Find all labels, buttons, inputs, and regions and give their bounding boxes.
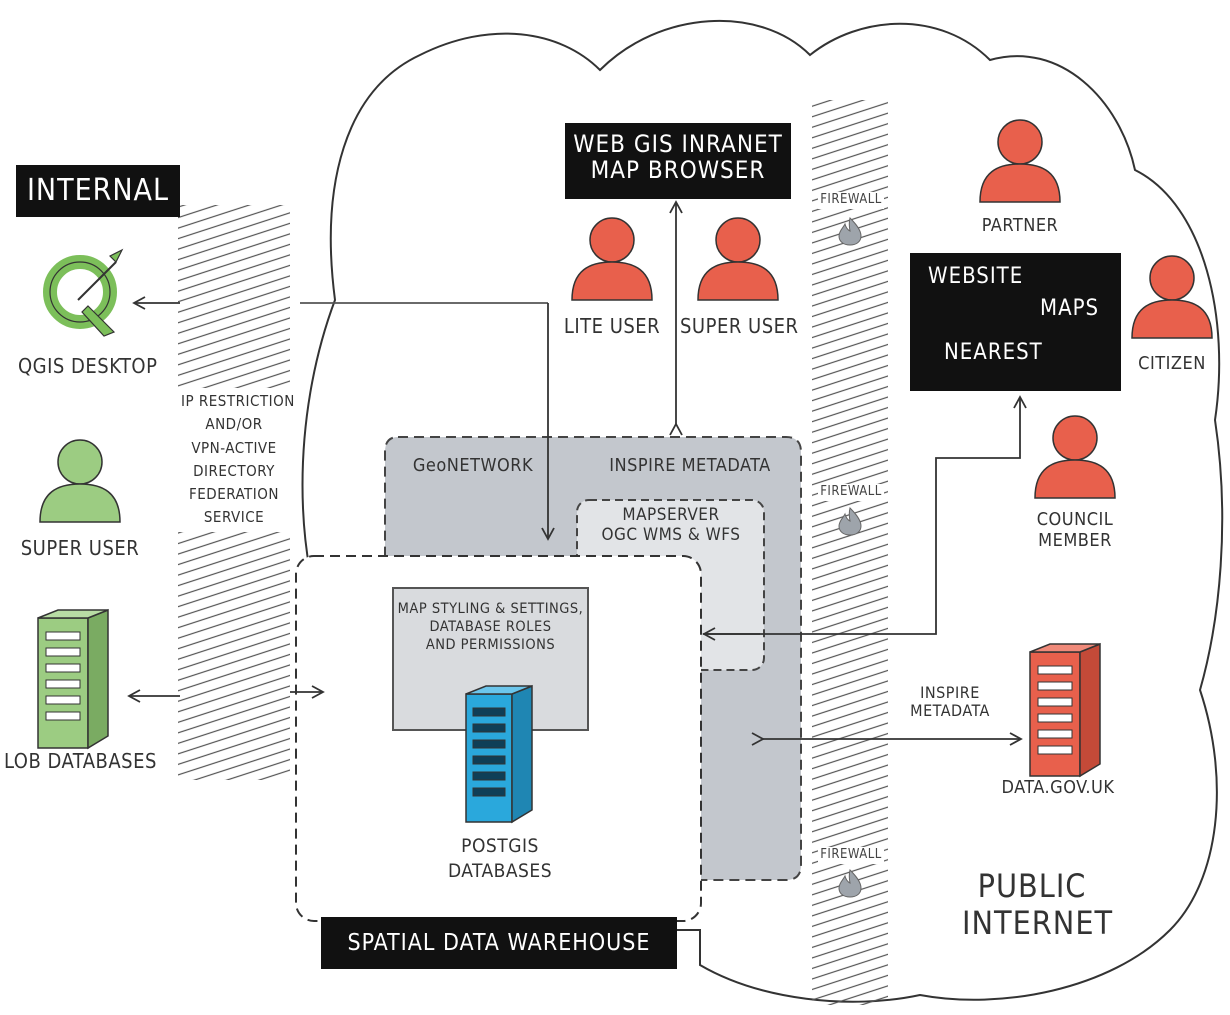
data-gov-uk-label: data.gov.uk xyxy=(1001,777,1115,798)
mapserver-line-1: MapServer xyxy=(622,505,720,525)
council-line-1: Council xyxy=(1036,509,1114,530)
firewall-label-2: Firewall xyxy=(818,484,884,501)
ip-line-1: IP Restriction xyxy=(181,392,295,410)
webgis-line-2: Map Browser xyxy=(590,156,766,185)
firewall-label-1: Firewall xyxy=(818,192,884,209)
arrow-website xyxy=(703,395,1027,635)
inspire-metadata-box-label: INSPIRE METADATA xyxy=(609,455,771,476)
public-internet-label: Public Internet xyxy=(962,867,1114,942)
nearest-label: Nearest xyxy=(944,340,1043,365)
maps-label: Maps xyxy=(1040,296,1100,321)
map-styling-line-2: Database Roles xyxy=(429,619,552,636)
postgis-line-2: Databases xyxy=(447,859,553,882)
partner-label: Partner xyxy=(981,215,1059,236)
lob-database-server-icon xyxy=(37,608,109,750)
data-gov-uk-server-icon xyxy=(1029,642,1101,778)
citizen-label: Citizen xyxy=(1138,353,1206,374)
lite-user-label: Lite User xyxy=(563,314,661,338)
ip-line-6: Service xyxy=(203,508,265,527)
map-styling-line-3: and permissions xyxy=(425,637,556,654)
firewall-label-3: Firewall xyxy=(818,847,884,864)
qgis-desktop-label: QGis Desktop xyxy=(18,354,158,378)
super-user-label: Super User xyxy=(680,314,799,338)
map-styling-label: Map Styling & Settings, Database Roles a… xyxy=(394,600,587,654)
ip-line-4: Directory xyxy=(193,461,275,480)
postgis-label: PostGIS Databases xyxy=(430,834,570,883)
ip-line-5: Federation xyxy=(189,485,279,503)
spatial-data-warehouse-label: Spatial Data Warehouse xyxy=(321,917,677,969)
council-line-2: Member xyxy=(1038,529,1112,551)
ip-line-2: and/or xyxy=(205,415,263,434)
inspire-arrow-line-2: METADATA xyxy=(910,701,990,721)
map-styling-line-1: Map Styling & Settings, xyxy=(397,601,584,617)
public-line-2: Internet xyxy=(962,903,1114,942)
council-member-label: Council Member xyxy=(1030,509,1120,551)
webgis-line-1: WEB GIS Inranet xyxy=(573,130,783,158)
website-label: Website xyxy=(928,264,1024,289)
webgis-label: WEB GIS Inranet Map Browser xyxy=(565,123,791,199)
internal-label: Internal xyxy=(16,165,180,217)
inspire-metadata-arrow-label: INSPIRE METADATA xyxy=(895,683,1005,721)
ip-restriction-label: IP Restriction and/or VPN-Active Directo… xyxy=(178,388,295,532)
ip-line-3: VPN-Active xyxy=(191,438,277,457)
postgis-line-1: PostGIS xyxy=(461,835,539,857)
website-box: Website Maps Nearest xyxy=(910,253,1121,391)
public-line-1: Public xyxy=(977,867,1087,905)
geonetwork-label: GeoNETWORK xyxy=(412,455,534,476)
mapserver-label: MapServer OGC WMS & WFS xyxy=(582,505,760,545)
lob-databases-label: LoB Databases xyxy=(4,749,157,773)
super-user-internal-icon xyxy=(39,439,121,523)
postgis-server-icon xyxy=(465,684,533,824)
inspire-arrow-line-1: INSPIRE xyxy=(920,683,980,702)
qgis-logo-icon xyxy=(43,248,124,337)
super-user-internal-label: Super User xyxy=(20,536,140,560)
mapserver-line-2: OGC WMS & WFS xyxy=(601,524,741,545)
